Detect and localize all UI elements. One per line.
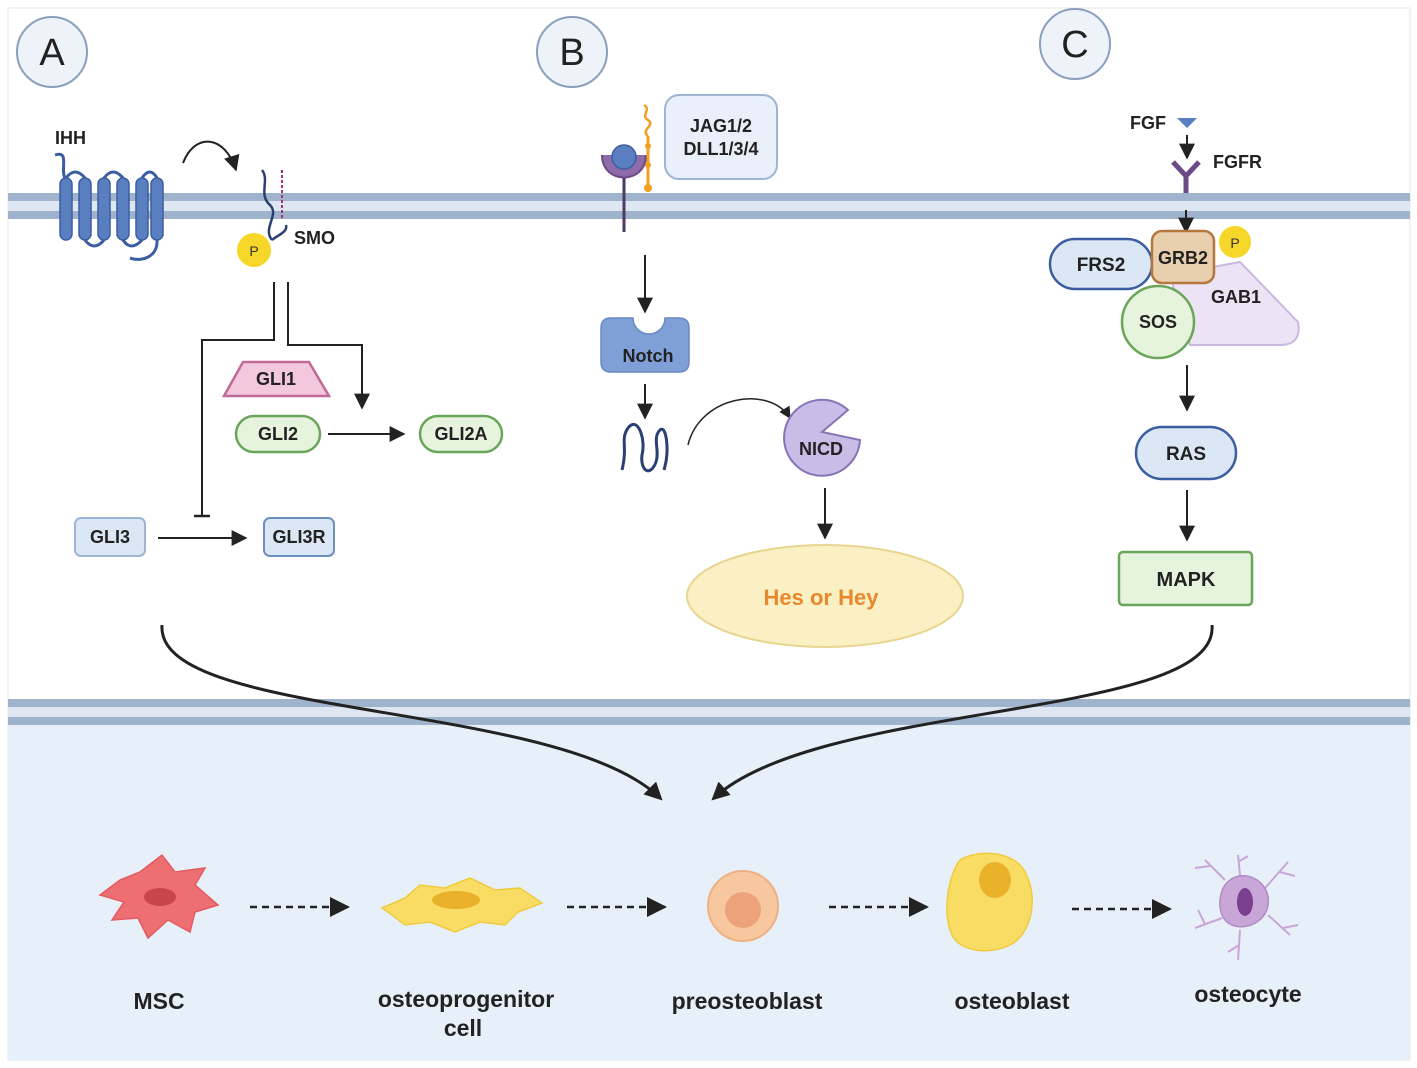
svg-text:P: P bbox=[249, 243, 258, 259]
hes-hey-node: Hes or Hey bbox=[686, 544, 964, 648]
ras-node: RAS bbox=[1134, 425, 1238, 481]
svg-text:Hes or Hey: Hes or Hey bbox=[764, 585, 880, 610]
svg-text:GLI2: GLI2 bbox=[258, 424, 298, 444]
svg-text:A: A bbox=[39, 32, 65, 74]
stage-label-osteoprogenitor: osteoprogenitor bbox=[378, 986, 554, 1012]
stage-label-osteocyte: osteocyte bbox=[1194, 981, 1301, 1007]
stage-label-osteoblast: osteoblast bbox=[954, 988, 1069, 1014]
notch-receptor-icon bbox=[601, 144, 647, 232]
fragment-to-nicd-arrow bbox=[687, 398, 791, 446]
fgf-ligand-icon bbox=[1177, 118, 1197, 128]
svg-text:NICD: NICD bbox=[799, 439, 843, 459]
panel-label-c: C bbox=[1039, 8, 1111, 80]
ihh-to-smo-arrow bbox=[182, 140, 240, 172]
fgfr-receptor-icon bbox=[1171, 160, 1201, 193]
svg-text:DLL1/3/4: DLL1/3/4 bbox=[683, 139, 758, 159]
cell-membrane bbox=[8, 193, 1410, 219]
smo-label: SMO bbox=[294, 228, 335, 248]
osteoblast-cell-icon bbox=[946, 852, 1033, 952]
stage-label-preosteoblast: preosteoblast bbox=[672, 988, 823, 1014]
panel-label-b: B bbox=[536, 16, 608, 88]
cleaved-fragment-icon bbox=[620, 423, 669, 473]
preosteoblast-cell-icon bbox=[707, 870, 779, 942]
ptch-receptor-icon bbox=[54, 152, 164, 261]
gli3-node: GLI3 bbox=[74, 517, 146, 557]
gli2a-node: GLI2A bbox=[418, 414, 504, 454]
svg-text:B: B bbox=[559, 32, 584, 74]
panel-label-a: A bbox=[16, 16, 88, 88]
ligand-icon bbox=[643, 103, 652, 192]
stage-label-osteoprogenitor-line2: cell bbox=[444, 1015, 482, 1041]
fgfr-label: FGFR bbox=[1213, 152, 1262, 172]
svg-text:FRS2: FRS2 bbox=[1077, 255, 1126, 276]
svg-text:SOS: SOS bbox=[1139, 312, 1177, 332]
nicd-node: NICD bbox=[783, 398, 862, 477]
svg-text:GLI1: GLI1 bbox=[256, 369, 296, 389]
gli2-node: GLI2 bbox=[234, 414, 322, 454]
fgf-label: FGF bbox=[1130, 113, 1166, 133]
nucleus-region bbox=[8, 712, 1410, 1060]
svg-text:GAB1: GAB1 bbox=[1211, 287, 1261, 307]
notch-node: Notch bbox=[600, 317, 690, 373]
svg-text:RAS: RAS bbox=[1166, 444, 1206, 465]
svg-text:Notch: Notch bbox=[623, 346, 674, 366]
svg-text:GRB2: GRB2 bbox=[1158, 248, 1208, 268]
svg-text:P: P bbox=[1230, 235, 1239, 251]
sos-node: SOS bbox=[1120, 284, 1196, 360]
gli1-node: GLI1 bbox=[221, 360, 332, 398]
smo-to-gli2a-line bbox=[287, 282, 370, 410]
pathway-c-to-nucleus-arrow bbox=[711, 624, 1214, 801]
grb2-node: GRB2 bbox=[1150, 229, 1216, 285]
svg-text:GLI2A: GLI2A bbox=[434, 424, 487, 444]
svg-text:C: C bbox=[1061, 24, 1088, 66]
svg-text:MAPK: MAPK bbox=[1157, 569, 1216, 591]
grb2-phospho-icon: P bbox=[1219, 226, 1251, 258]
osteocyte-cell-icon bbox=[1194, 854, 1299, 961]
svg-text:GLI3: GLI3 bbox=[90, 527, 130, 547]
gli3r-node: GLI3R bbox=[263, 517, 335, 557]
frs2-node: FRS2 bbox=[1048, 237, 1154, 291]
stage-label-msc: MSC bbox=[133, 988, 184, 1014]
smo-receptor-icon bbox=[260, 169, 288, 241]
ihh-label: IHH bbox=[55, 128, 86, 148]
msc-cell-icon bbox=[98, 853, 220, 940]
svg-text:JAG1/2: JAG1/2 bbox=[690, 116, 752, 136]
smo-to-gli3-inhibit-line bbox=[201, 282, 275, 516]
ligand-box: JAG1/2 DLL1/3/4 bbox=[664, 94, 778, 180]
pathway-a-to-nucleus-arrow bbox=[160, 624, 663, 801]
nuclear-membrane bbox=[8, 699, 1410, 725]
svg-text:GLI3R: GLI3R bbox=[272, 527, 325, 547]
mapk-node: MAPK bbox=[1117, 550, 1254, 607]
osteoprogenitor-cell-icon bbox=[380, 877, 544, 933]
smo-phospho-icon: P bbox=[237, 233, 271, 267]
